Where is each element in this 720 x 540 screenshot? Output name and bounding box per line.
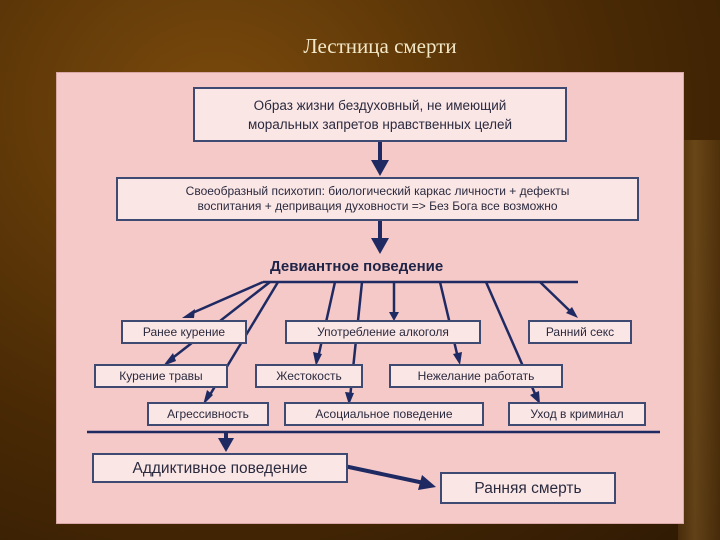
behavior-reluctance-to-work: Нежелание работать — [389, 364, 563, 388]
behavior-alcohol-use: Употребление алкоголя — [285, 320, 481, 344]
arrowhead — [218, 438, 234, 452]
addictive-behavior-box: Аддиктивное поведение — [92, 453, 348, 483]
slide-title: Лестница смерти — [303, 34, 457, 58]
lifestyle-box: Образ жизни бездуховный, не имеющий мора… — [193, 87, 567, 142]
lifestyle-line-2: моральных запретов нравственных целей — [247, 116, 513, 132]
behavior-cruelty: Жестокость — [255, 364, 363, 388]
psychotype-line-2: воспитания + депривация духовности => Бе… — [197, 199, 558, 213]
lifestyle-line-1: Образ жизни бездуховный, не имеющий — [253, 97, 507, 113]
deviant-behavior-heading: Девиантное поведение — [270, 258, 444, 275]
behavior-aggressiveness: Агрессивность — [147, 402, 269, 426]
early-death-box: Ранняя смерть — [440, 472, 616, 504]
arrowhead — [371, 160, 389, 176]
psychotype-box: Своеобразный психотип: биологический кар… — [116, 177, 639, 221]
behavior-early-smoking: Ранее курение — [121, 320, 247, 344]
behavior-weed-smoking: Курение травы — [94, 364, 228, 388]
behavior-criminal-path: Уход в криминал — [508, 402, 646, 426]
diagram-panel — [56, 72, 684, 524]
behavior-asocial: Асоциальное поведение — [284, 402, 484, 426]
arrowhead — [371, 238, 389, 254]
arrow-addictive-to-death — [343, 464, 425, 485]
psychotype-line-1: Своеобразный психотип: биологический кар… — [185, 184, 570, 198]
behavior-early-sex: Ранний секс — [528, 320, 632, 344]
decorative-column — [678, 140, 720, 540]
